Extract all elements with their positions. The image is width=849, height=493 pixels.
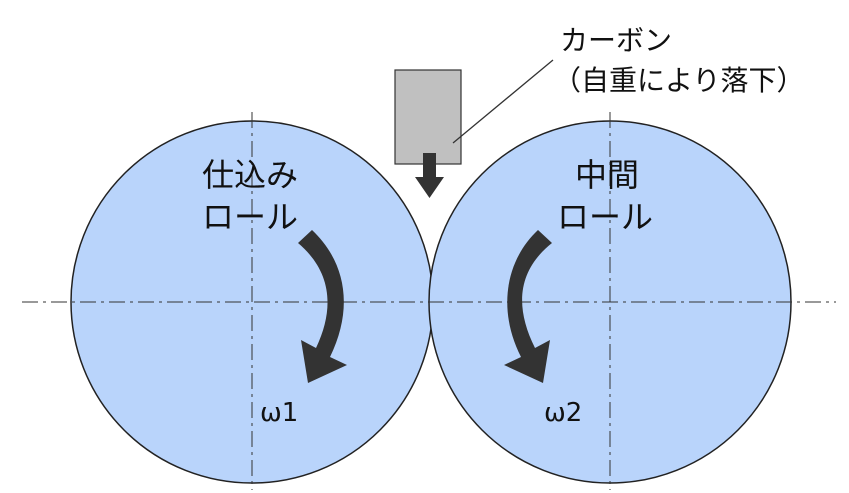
carbon-block: [394, 69, 462, 165]
leader-line: [452, 59, 554, 144]
left-roll-omega: ω1: [260, 398, 298, 428]
left-roll-name-line2: ロール: [202, 198, 298, 236]
carbon-label-line1: カーボン: [560, 24, 672, 57]
right-rotation-arrow-icon: [504, 230, 552, 383]
right-roll-omega: ω2: [544, 398, 582, 428]
falling-arrow-icon: [415, 153, 444, 198]
right-roll-name-line2: ロール: [557, 198, 653, 236]
left-rotation-arrow-icon: [298, 230, 347, 383]
right-roll-name-line1: 中間: [575, 156, 639, 194]
left-roll-name-line1: 仕込み: [202, 156, 298, 194]
carbon-label-line2: （自重により落下）: [553, 64, 804, 97]
